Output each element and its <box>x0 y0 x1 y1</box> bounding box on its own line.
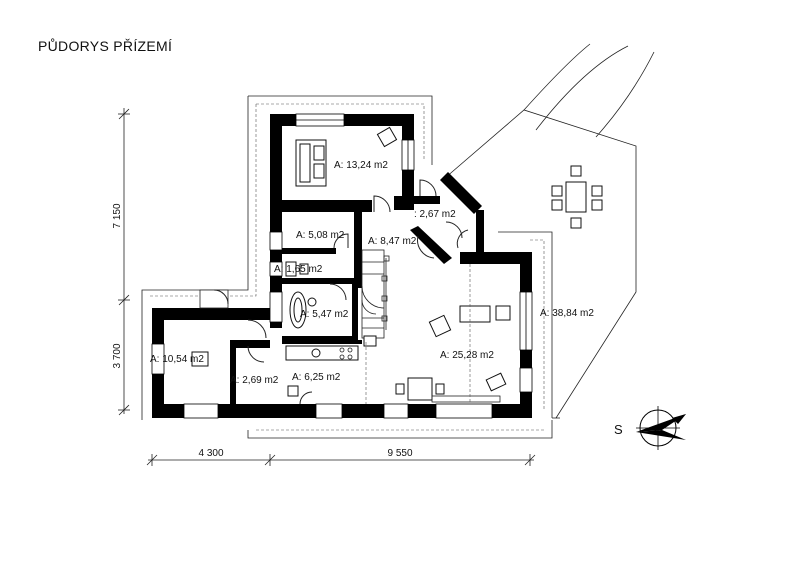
room-area-label: A: 8,47 m2 <box>368 236 417 247</box>
furniture <box>191 126 511 403</box>
room-area-label: A: 5,08 m2 <box>296 230 345 241</box>
room-area-label: A: 13,24 m2 <box>334 160 388 171</box>
dimension-label: 7 150 <box>112 203 123 228</box>
compass-icon: S <box>614 406 686 450</box>
room-area-label: A: 6,25 m2 <box>292 372 341 383</box>
room-labels: A: 13,24 m2 : 2,67 m2 A: 5,08 m2 A: 8,47… <box>150 160 594 386</box>
dimension-label: 9 550 <box>387 448 412 459</box>
doors <box>213 179 469 405</box>
outdoor-dining-set <box>551 165 603 229</box>
garden-path <box>444 43 655 419</box>
room-area-label: A: 38,84 m2 <box>540 308 594 319</box>
terrace-outline <box>141 95 560 439</box>
compass-label: S <box>614 422 623 437</box>
page-title: PŮDORYS PŘÍZEMÍ <box>38 38 173 54</box>
room-area-label: A: 2,69 m2 <box>230 375 279 386</box>
windows <box>151 113 533 419</box>
staircase <box>361 249 390 339</box>
dimension-label: 3 700 <box>112 343 123 368</box>
interior-dashed-lines <box>365 264 471 404</box>
room-area-label: : 2,67 m2 <box>414 209 456 220</box>
room-area-label: A: 10,54 m2 <box>150 354 204 365</box>
room-area-label: A: 25,28 m2 <box>440 350 494 361</box>
room-area-label: A: 5,47 m2 <box>300 309 349 320</box>
dimension-label: 4 300 <box>198 448 223 459</box>
dimension-lines: 7 150 3 700 4 300 9 550 <box>112 108 536 466</box>
room-area-label: A: 1,65 m2 <box>274 264 323 275</box>
